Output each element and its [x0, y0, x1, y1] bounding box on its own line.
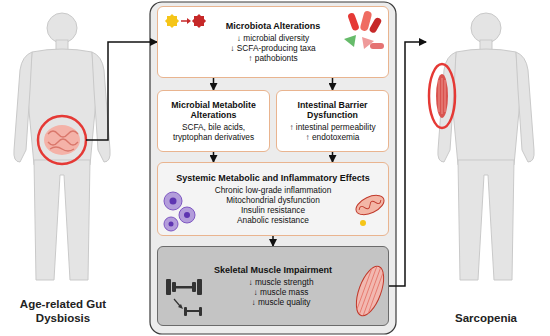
- figure-caption: Age-related Gut Dysbiosis: [4, 298, 122, 326]
- flow-arrow: [122, 41, 157, 43]
- flow-arrow: [332, 152, 334, 162]
- figure-label: Age-related Gut Dysbiosis: [4, 4, 122, 332]
- box-title: Systemic Metabolic and Inflammatory Effe…: [162, 173, 384, 184]
- leader-line: [86, 42, 122, 140]
- box-item: ↓ microbial diversity: [208, 33, 338, 43]
- flow-arrow: [213, 152, 215, 162]
- box-title: Microbial Metabolite Alterations: [162, 100, 265, 121]
- human-figure: [438, 13, 534, 280]
- outcome-box: Skeletal Muscle Impairment↓ muscle stren…: [157, 246, 389, 326]
- gut-organ: [38, 116, 86, 164]
- box-item: ↑ intestinal permeability: [281, 122, 384, 132]
- box-item: SCFA, bile acids, tryptophan derivatives: [162, 122, 265, 142]
- process-box: Systemic Metabolic and Inflammatory Effe…: [157, 162, 389, 236]
- box-item: Mitochondrial dysfunction: [202, 195, 344, 205]
- box-item: ↓ SCFA-producing taxa: [208, 43, 338, 53]
- arm-muscle: [429, 64, 455, 128]
- box-item: ↑ endotoxemia: [281, 132, 384, 142]
- box-item: ↓ muscle mass: [220, 287, 342, 297]
- flow-arrow: [272, 236, 274, 246]
- human-figure: [14, 13, 110, 280]
- flow-arrow: [389, 42, 426, 286]
- box-item: ↓ muscle quality: [220, 297, 342, 307]
- flow-arrow: [213, 78, 215, 90]
- process-box: Intestinal Barrier Dysfunction↑ intestin…: [276, 90, 389, 152]
- process-box: Microbial Metabolite AlterationsSCFA, bi…: [157, 90, 270, 152]
- process-box: Microbiota Alterations↓ microbial divers…: [157, 6, 389, 78]
- figure-label: Sarcopenia: [426, 4, 546, 332]
- box-item: Anabolic resistance: [202, 215, 344, 225]
- box-title: Intestinal Barrier Dysfunction: [281, 100, 384, 121]
- box-title: Microbiota Alterations: [162, 21, 384, 32]
- outer-panel: [150, 2, 396, 334]
- flow-arrow: [332, 78, 334, 90]
- figure-caption: Sarcopenia: [426, 312, 546, 326]
- box-title: Skeletal Muscle Impairment: [162, 265, 384, 276]
- box-item: Insulin resistance: [202, 205, 344, 215]
- box-item: Chronic low-grade inflammation: [202, 185, 344, 195]
- box-item: ↓ muscle strength: [220, 277, 342, 287]
- box-item: ↑ pathobionts: [208, 53, 338, 63]
